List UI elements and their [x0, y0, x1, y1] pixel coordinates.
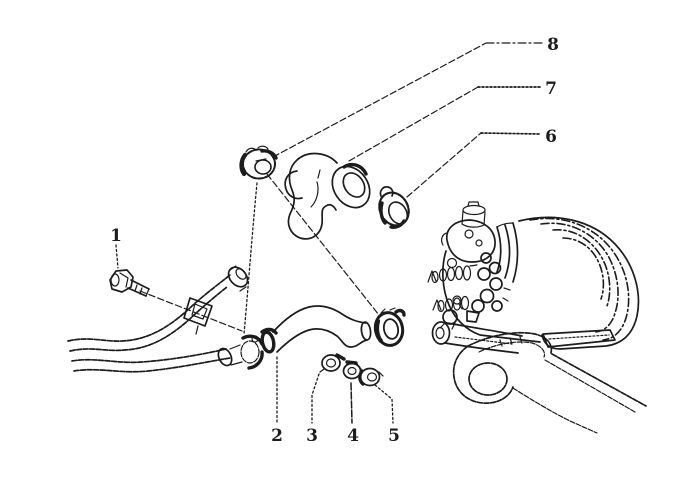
callout-3: 3 — [306, 426, 318, 446]
callout-4: 4 — [347, 426, 359, 446]
flange-bolt — [109, 269, 150, 297]
washer — [319, 353, 346, 373]
elbow-union — [284, 152, 371, 240]
callout-1: 1 — [110, 226, 122, 246]
callout-8: 8 — [547, 35, 559, 55]
cap-nut — [358, 367, 384, 387]
callout-7: 7 — [545, 79, 557, 99]
callout-2: 2 — [271, 426, 283, 446]
ring-nut — [239, 145, 278, 180]
callout-5: 5 — [388, 426, 400, 446]
hex-nut — [342, 360, 362, 380]
barb-fittings — [427, 265, 472, 313]
leader-lines — [115, 42, 545, 424]
hose-clamp-lower — [373, 307, 406, 347]
fitting-cluster — [446, 252, 511, 323]
hose-clamp-upper — [378, 186, 410, 229]
mounting-bracket — [452, 331, 647, 434]
s-shaped-hose — [260, 305, 372, 354]
pump-assembly — [427, 201, 640, 354]
pipe-assembly — [67, 265, 249, 373]
callouts: 1 2 3 4 5 6 7 8 — [110, 35, 559, 446]
union-fitting — [217, 334, 264, 370]
callout-6: 6 — [545, 127, 557, 147]
